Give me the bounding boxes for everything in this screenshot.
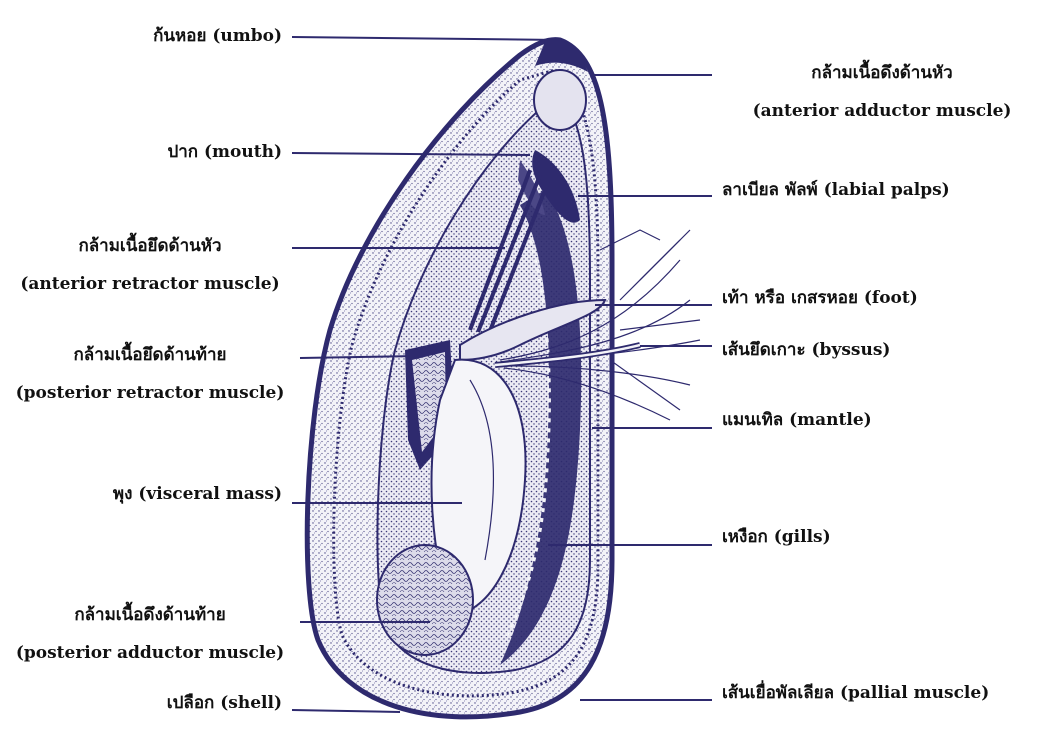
label-umbo: ก้นหอย (umbo) — [0, 26, 282, 46]
label-posterior-adductor: กล้ามเนื้อดึงด้านท้าย (posterior adducto… — [0, 605, 300, 663]
label-pallial-muscle: เส้นเยื่อพัลเลียล (pallial muscle) — [722, 683, 989, 703]
label-byssus: เส้นยึดเกาะ (byssus) — [722, 340, 890, 360]
label-mantle: แมนเทิล (mantle) — [722, 410, 872, 430]
label-anterior-adductor: กล้ามเนื้อดึงด้านหัว (anterior adductor … — [722, 63, 1042, 121]
label-posterior-retractor: กล้ามเนื้อยึดด้านท้าย (posterior retract… — [0, 345, 300, 403]
label-shell: เปลือก (shell) — [0, 693, 282, 713]
label-visceral-mass: พุง (visceral mass) — [0, 484, 282, 504]
anterior-adductor-shape — [534, 70, 586, 130]
label-foot: เท้า หรือ เกสรหอย (foot) — [722, 288, 918, 308]
posterior-adductor-shape — [377, 545, 473, 655]
label-labial-palps: ลาเบียล พัลพ์ (labial palps) — [722, 180, 950, 200]
label-gills: เหงือก (gills) — [722, 527, 831, 547]
label-anterior-retractor: กล้ามเนื้อยึดด้านหัว (anterior retractor… — [0, 236, 300, 294]
label-mouth: ปาก (mouth) — [0, 142, 282, 162]
